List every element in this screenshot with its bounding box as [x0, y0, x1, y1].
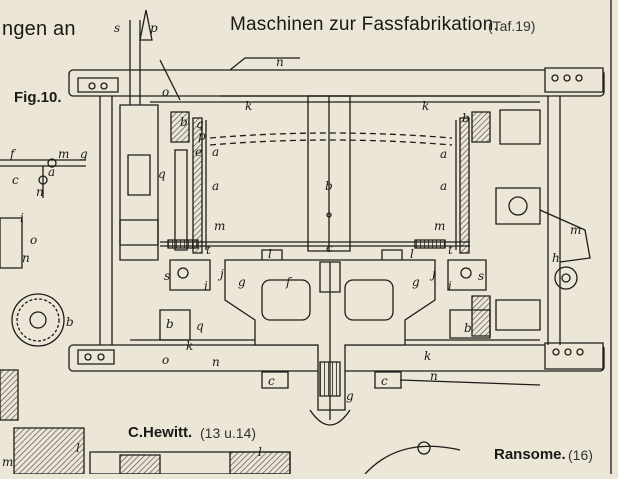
part-labels: s p n o k k b q p e a q a b a a b m m t …	[2, 21, 581, 469]
side-gears	[0, 218, 460, 474]
caption-ransome-ref: (16)	[568, 447, 593, 463]
label-l-left: l	[76, 441, 80, 455]
right-mechanism	[472, 110, 590, 336]
label-fig10-f: f	[9, 147, 17, 161]
fig10-detail	[0, 159, 86, 198]
plate-reference: (Taf.19)	[488, 18, 536, 34]
label-q3: q	[196, 319, 204, 333]
label-q2: q	[196, 117, 204, 131]
label-n1-top: n	[276, 55, 284, 69]
label-m2-left: m	[214, 219, 225, 233]
label-a-left: a	[212, 179, 219, 193]
label-fig10-m: m	[58, 147, 69, 161]
staves-a	[193, 118, 469, 253]
label-k1-left: k	[245, 99, 252, 113]
label-fig10-g: g	[80, 147, 88, 161]
label-m2-right: m	[570, 223, 581, 237]
label-f: f	[285, 275, 293, 289]
label-b3: b	[66, 315, 74, 329]
label-n1-bot-left: n	[212, 355, 220, 369]
label-b1-bl: b	[166, 317, 174, 331]
label-c1-right: c	[381, 374, 388, 388]
label-p2: p	[198, 129, 206, 143]
left-mechanism	[120, 10, 189, 260]
label-c1-left: c	[268, 374, 275, 388]
label-i-right: i	[448, 279, 452, 293]
figure-label: Fig.10.	[14, 89, 62, 106]
bearing-blocks	[160, 260, 490, 388]
upper-frame	[69, 58, 604, 102]
label-a1-left: a	[212, 145, 219, 159]
label-g-right: g	[412, 275, 420, 289]
label-p1: p	[150, 21, 158, 35]
label-a-right: a	[440, 179, 447, 193]
label-b1-br: b	[464, 321, 472, 335]
caption-ransome-name: Ransome.	[494, 446, 566, 463]
label-fig10-c1: c	[12, 173, 19, 187]
label-s3-right: s	[478, 269, 484, 283]
label-l3-left: l	[268, 247, 272, 261]
label-l3-right: l	[410, 247, 414, 261]
label-side-o1: o	[30, 233, 37, 247]
label-fig10-a1: a	[48, 165, 55, 179]
label-t-left: t	[206, 243, 211, 257]
label-m-bottom: m	[2, 455, 13, 469]
label-e: e	[195, 145, 202, 159]
carriage	[225, 260, 435, 425]
label-o1-bot: o	[162, 353, 169, 367]
label-k1-right: k	[422, 99, 429, 113]
label-t3: t	[448, 243, 453, 257]
label-l-right: l	[258, 445, 262, 459]
label-fig10-n: n	[36, 185, 44, 199]
label-k1-bot-right: k	[424, 349, 431, 363]
label-o1-top: o	[162, 85, 169, 99]
label-m-right: m	[434, 219, 445, 233]
label-b1-tr: b	[462, 111, 470, 125]
label-g-bottom: g	[346, 389, 354, 403]
label-side-i1: i	[20, 211, 24, 225]
page-title: Maschinen zur Fassfabrikation.	[230, 14, 499, 35]
label-s1: s	[114, 21, 120, 35]
label-a1-right: a	[440, 147, 447, 161]
label-b4: b	[325, 179, 333, 193]
label-h1: h	[552, 251, 560, 265]
label-side-n1: n	[22, 251, 30, 265]
label-j-left: j	[217, 267, 224, 281]
label-k1-bot-left: k	[186, 339, 193, 353]
label-b1-tl: b	[180, 115, 188, 129]
label-c: c	[326, 241, 333, 255]
center-column	[308, 96, 350, 251]
caption-hewitt-ref: (13 u.14)	[200, 425, 257, 441]
label-i-left: i	[204, 279, 208, 293]
label-n1-bot-right: n	[430, 369, 438, 383]
header-fragment: ngen an	[2, 18, 76, 40]
label-q1: q	[158, 167, 166, 181]
label-j-right: j	[429, 267, 436, 281]
spindle	[160, 240, 470, 266]
label-g-left: g	[238, 275, 246, 289]
label-s3: s	[164, 269, 170, 283]
caption-hewitt-name: C.Hewitt.	[128, 424, 193, 441]
